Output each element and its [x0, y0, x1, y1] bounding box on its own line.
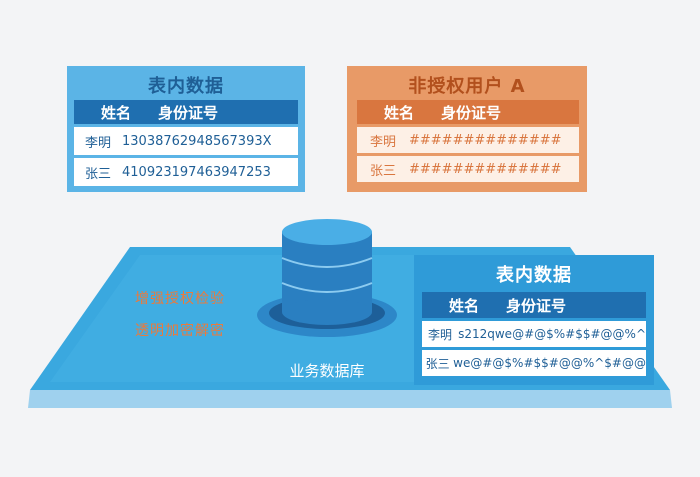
platform-edge	[28, 390, 672, 408]
plain-data-card-title: 表内数据	[148, 76, 224, 97]
db-body	[282, 232, 372, 312]
row-name: 李明	[369, 134, 396, 150]
col-id-header: 身份证号	[506, 296, 567, 315]
row-id: 410923197463947253	[122, 164, 271, 180]
plain-data-card: 表内数据 姓名 身份证号 李明 13038762948567393X 张三 41…	[67, 66, 305, 192]
table-row: 李明 s212qwe@#@$%#$$#@@%^	[422, 321, 646, 347]
row-id: s212qwe@#@$%#$$#@@%^	[458, 327, 646, 341]
table-row: 李明 13038762948567393X	[74, 127, 298, 155]
db-top	[282, 219, 372, 245]
encrypted-data-table-header: 姓名 身份证号	[422, 292, 646, 318]
unauthorized-user-card: 非授权用户 A 姓名 身份证号 李明 ############## 张三 ###…	[347, 66, 587, 192]
table-row: 李明 ##############	[357, 127, 579, 153]
row-name: 张三	[84, 166, 111, 182]
col-name-header: 姓名	[100, 103, 131, 122]
row-id: we@#@$%#$$#@@%^$#@@	[453, 356, 646, 370]
row-name: 张三	[425, 356, 450, 371]
feature-transparent-encryption: 透明加密解密	[135, 323, 225, 339]
masked-data-table: 姓名 身份证号 李明 ############## 张三 ###########…	[357, 100, 579, 182]
table-row: 张三 ##############	[357, 156, 579, 182]
encrypted-data-table: 姓名 身份证号 李明 s212qwe@#@$%#$$#@@%^ 张三 we@#@…	[422, 292, 646, 376]
row-name: 李明	[84, 135, 111, 151]
db-band-2	[281, 282, 373, 293]
encrypted-data-card-title: 表内数据	[496, 265, 572, 286]
plain-data-table-header: 姓名 身份证号	[74, 100, 298, 124]
feature-enhanced-auth: 增强授权检验	[135, 291, 225, 307]
db-bottom	[282, 299, 372, 325]
col-name-header: 姓名	[448, 296, 479, 315]
encrypted-data-card: 表内数据 姓名 身份证号 李明 s212qwe@#@$%#$$#@@%^ 张三 …	[414, 255, 654, 385]
col-id-header: 身份证号	[158, 103, 219, 122]
col-id-header: 身份证号	[441, 103, 502, 122]
col-name-header: 姓名	[383, 103, 414, 122]
unauthorized-user-card-title: 非授权用户 A	[408, 76, 526, 97]
row-name: 李明	[428, 327, 453, 342]
db-band-1	[281, 257, 373, 268]
row-id: 13038762948567393X	[122, 133, 272, 149]
masked-data-table-header: 姓名 身份证号	[357, 100, 579, 124]
row-id: ##############	[409, 161, 562, 177]
table-row: 张三 we@#@$%#$$#@@%^$#@@	[422, 350, 646, 376]
row-id: ##############	[409, 132, 562, 148]
row-name: 张三	[369, 163, 396, 179]
business-database-label: 业务数据库	[289, 362, 365, 380]
table-row: 张三 410923197463947253	[74, 158, 298, 186]
plain-data-table: 姓名 身份证号 李明 13038762948567393X 张三 4109231…	[74, 100, 298, 186]
